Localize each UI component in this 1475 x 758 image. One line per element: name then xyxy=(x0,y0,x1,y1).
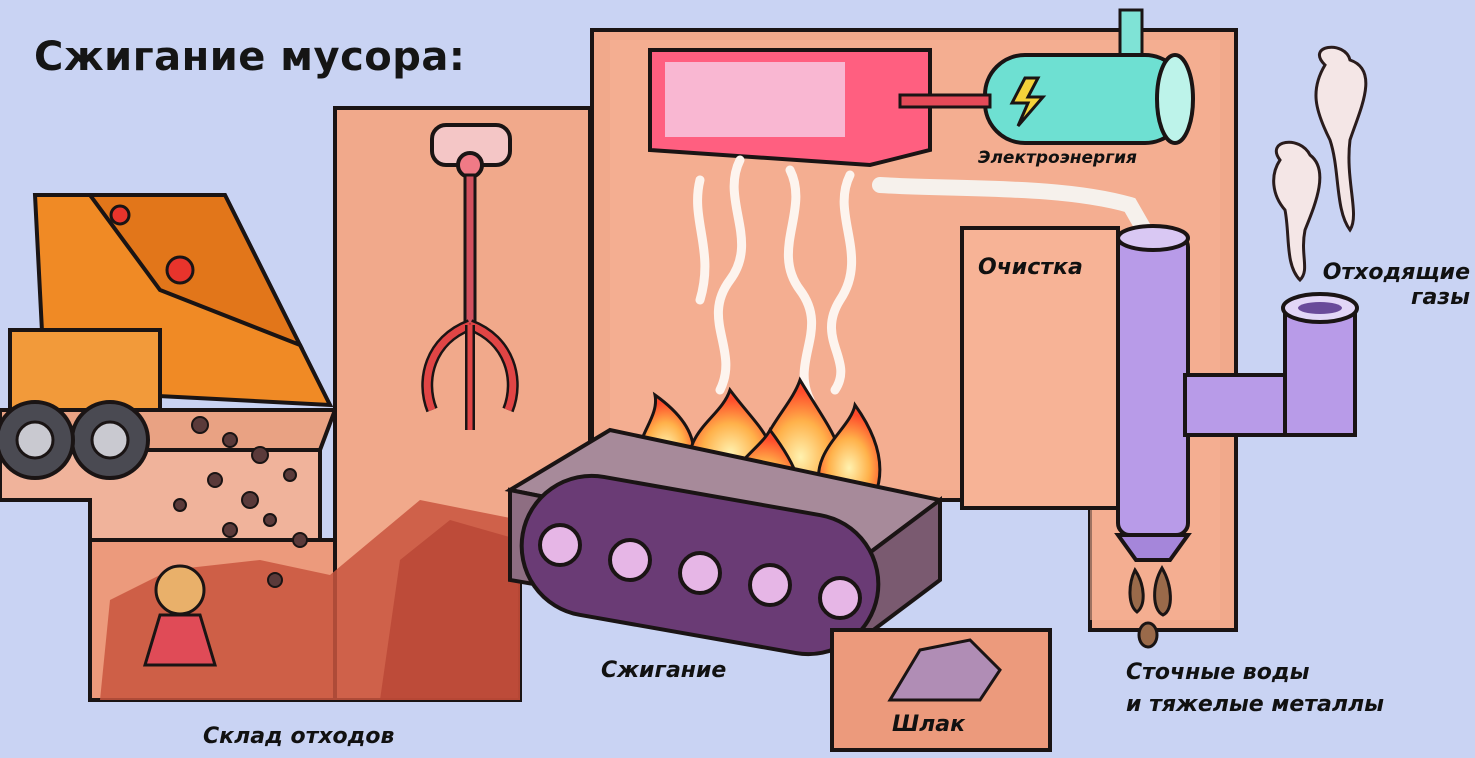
label-exhaust-line1: Отходящие xyxy=(1312,260,1470,285)
boiler xyxy=(650,50,930,165)
label-waste-storage: Склад отходов xyxy=(203,724,394,749)
label-exhaust-line2: газы xyxy=(1312,285,1470,310)
label-wastewater-line2: и тяжелые металлы xyxy=(1126,689,1384,721)
exhaust-smoke xyxy=(1274,47,1366,280)
label-electricity: Электроэнергия xyxy=(978,148,1137,168)
label-slag: Шлак xyxy=(892,712,965,737)
label-wastewater-line1: Сточные воды xyxy=(1126,657,1384,689)
label-wastewater: Сточные воды и тяжелые металлы xyxy=(1126,657,1384,721)
label-cleaning: Очистка xyxy=(978,255,1083,280)
label-exhaust-gases: Отходящие газы xyxy=(1312,260,1470,310)
page-title: Сжигание мусора: xyxy=(34,34,465,80)
label-burning: Сжигание xyxy=(601,658,726,683)
